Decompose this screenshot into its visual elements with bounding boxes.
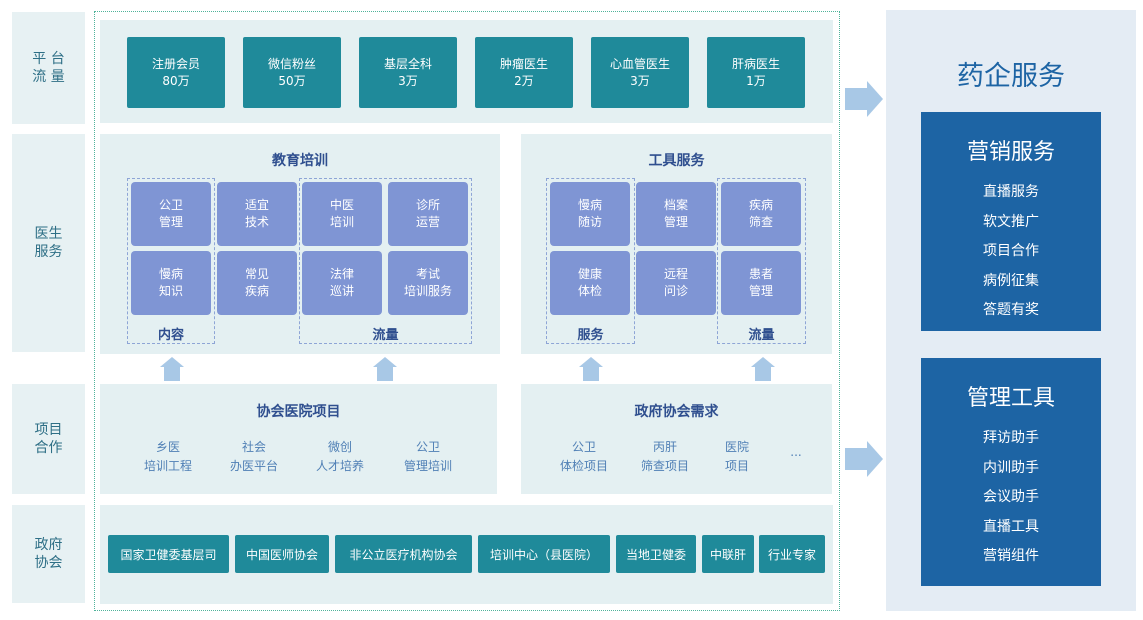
- education-item: 公卫 管理: [131, 182, 211, 246]
- partner-box: 中联肝: [702, 535, 754, 573]
- partner-box: 当地卫健委: [616, 535, 696, 573]
- tool-item: 档案 管理: [636, 182, 716, 246]
- tool-item: 疾病 筛查: [721, 182, 801, 246]
- marketing-title: 营销服务: [966, 140, 1055, 165]
- row-label-platform: 平 台 流 量: [12, 12, 85, 124]
- education-item: 慢病 知识: [131, 251, 211, 315]
- tool-item: 患者 管理: [721, 251, 801, 315]
- gov-demand-item: 丙肝 筛查项目: [640, 440, 689, 473]
- education-item: 考试 培训服务: [388, 251, 468, 315]
- pharma-title: 药企服务: [957, 61, 1065, 92]
- hospital-project-panel: [100, 384, 497, 494]
- up-arrow-icon: [160, 357, 184, 381]
- tool-item: 健康 体检: [550, 251, 630, 315]
- ecosystem-frame: [94, 11, 840, 611]
- tool-traffic-label: 流量: [748, 328, 775, 343]
- education-item: 诊所 运营: [388, 182, 468, 246]
- marketing-item: 项目合作: [983, 243, 1039, 259]
- education-item: 适宜 技术: [217, 182, 297, 246]
- hospital-project-item: 公卫 管理培训: [403, 440, 452, 473]
- management-item: 营销组件: [983, 548, 1039, 564]
- tool-service-group: [546, 178, 635, 344]
- management-tool-box: 管理工具 拜访助手 内训助手 会议助手 直播工具 营销组件: [921, 358, 1101, 586]
- management-item: 会议助手: [983, 489, 1039, 505]
- tool-item: 远程 问诊: [636, 251, 716, 315]
- hospital-project-item: 社会 办医平台: [229, 440, 278, 473]
- management-item: 直播工具: [983, 518, 1039, 535]
- gov-demand-more: ...: [790, 445, 802, 459]
- up-arrow-icon: [373, 357, 397, 381]
- up-arrow-icon: [579, 357, 603, 381]
- traffic-box-general: 基层全科 3万: [359, 37, 457, 108]
- hospital-project-item: 微创 人才培养: [315, 440, 364, 473]
- education-content-group: [127, 178, 215, 344]
- hospital-project-title: 协会医院项目: [256, 404, 341, 420]
- management-item: 拜访助手: [983, 430, 1039, 446]
- management-title: 管理工具: [966, 386, 1055, 411]
- education-title: 教育培训: [272, 153, 328, 169]
- management-item: 内训助手: [983, 459, 1039, 476]
- partner-box: 培训中心（县医院）: [478, 535, 610, 573]
- marketing-service-box: 营销服务 直播服务 软文推广 项目合作 病例征集 答题有奖: [921, 112, 1101, 331]
- partner-box: 非公立医疗机构协会: [335, 535, 472, 573]
- traffic-box-wechat: 微信粉丝 50万: [243, 37, 341, 108]
- gov-demand-panel: [521, 384, 832, 494]
- gov-demand-item: 公卫 体检项目: [559, 440, 608, 473]
- tool-service-title: 工具服务: [648, 153, 705, 169]
- partner-box: 中国医师协会: [235, 535, 329, 573]
- hospital-project-item: 乡医 培训工程: [143, 440, 192, 473]
- gov-demand-title: 政府协会需求: [634, 404, 719, 420]
- traffic-box-oncology: 肿瘤医生 2万: [475, 37, 573, 108]
- partner-box: 国家卫健委基层司: [108, 535, 229, 573]
- traffic-box-members: 注册会员 80万: [127, 37, 225, 108]
- tool-traffic-group: [717, 178, 806, 344]
- education-traffic-label: 流量: [372, 328, 399, 343]
- gov-demand-item: 医院 项目: [724, 440, 749, 473]
- education-item: 中医 培训: [302, 182, 382, 246]
- tool-service-label: 服务: [577, 328, 604, 343]
- row-label-gov: 政府 协会: [12, 505, 85, 603]
- row-label-project: 项目 合作: [12, 384, 85, 494]
- right-arrow-icon: [845, 441, 883, 477]
- tool-item: 慢病 随访: [550, 182, 630, 246]
- traffic-box-cardio: 心血管医生 3万: [591, 37, 689, 108]
- marketing-item: 病例征集: [983, 272, 1039, 289]
- marketing-item: 软文推广: [983, 213, 1039, 230]
- education-item: 常见 疾病: [217, 251, 297, 315]
- up-arrow-icon: [751, 357, 775, 381]
- education-item: 法律 巡讲: [302, 251, 382, 315]
- marketing-item: 答题有奖: [983, 302, 1039, 318]
- marketing-item: 直播服务: [983, 184, 1039, 200]
- traffic-box-liver: 肝病医生 1万: [707, 37, 805, 108]
- partner-box: 行业专家: [759, 535, 825, 573]
- right-arrow-icon: [845, 81, 883, 117]
- row-label-doctor: 医生 服务: [12, 134, 85, 352]
- education-content-label: 内容: [157, 328, 184, 343]
- education-traffic-group: [299, 178, 472, 344]
